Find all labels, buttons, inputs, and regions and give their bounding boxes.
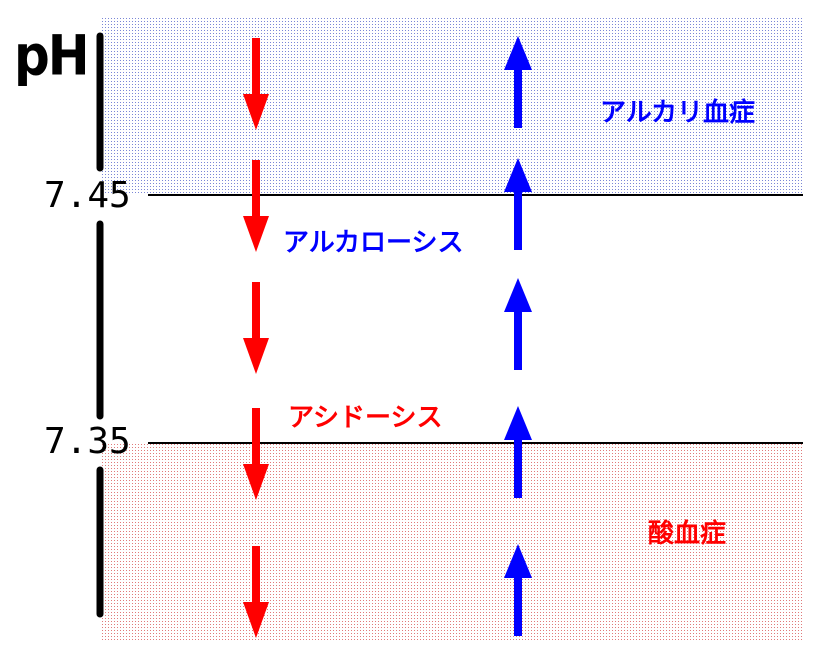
alkalosis-label: アルカローシス <box>283 228 464 258</box>
down-arrow-icon <box>243 38 269 130</box>
up-arrow-icon <box>504 158 532 250</box>
alkalemia-region <box>100 18 802 195</box>
alkalemia-label: アルカリ血症 <box>600 98 755 128</box>
acidosis-label: アシドーシス <box>288 403 443 433</box>
up-arrow-icon <box>504 544 532 636</box>
up-arrow-icon <box>504 36 532 128</box>
acidemia-region <box>100 443 802 640</box>
acidemia-label: 酸血症 <box>648 519 727 549</box>
down-arrow-icon <box>243 408 269 500</box>
down-arrow-icon <box>243 160 269 252</box>
up-arrow-icon <box>504 278 532 370</box>
up-arrow-icon <box>504 406 532 498</box>
ph-axis-label: pH <box>14 24 90 88</box>
arrows-layer <box>243 36 532 638</box>
down-arrow-icon <box>243 282 269 374</box>
threshold-label-upper: 7.45 <box>44 175 131 216</box>
down-arrow-icon <box>243 546 269 638</box>
threshold-label-lower: 7.35 <box>44 421 131 462</box>
